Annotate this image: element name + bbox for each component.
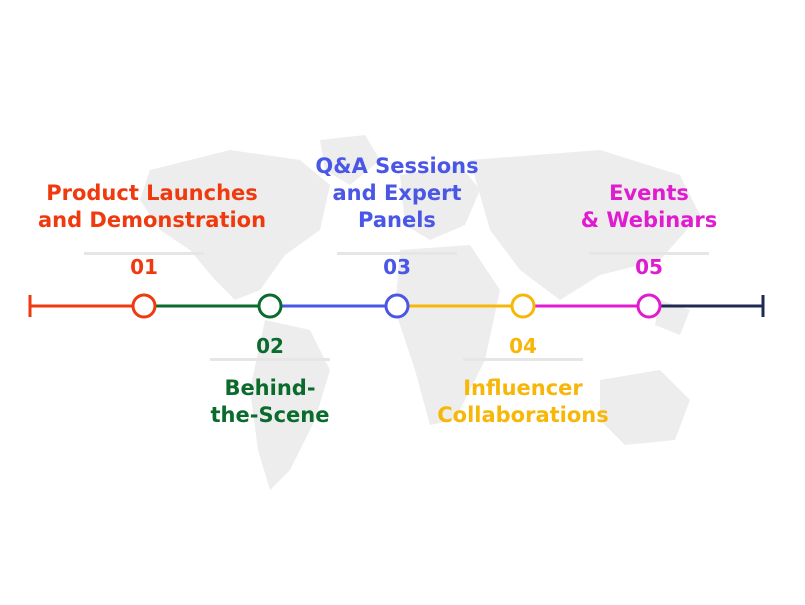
- milestone-03-number: 03: [383, 255, 411, 279]
- milestone-shadow-03: [337, 252, 457, 255]
- milestone-05-number: 05: [635, 255, 663, 279]
- milestone-01-title: Product Launches and Demonstration: [22, 180, 282, 234]
- milestone-03-title-line: Panels: [358, 208, 436, 232]
- milestone-shadow-02: [210, 358, 330, 361]
- milestone-03-title-line: Q&A Sessions: [315, 154, 479, 178]
- milestone-02-title-line: Behind-: [224, 376, 316, 400]
- milestone-node-03: [384, 293, 410, 319]
- milestone-node-04: [510, 293, 536, 319]
- milestone-02-title: Behind-the-Scene: [140, 375, 400, 429]
- milestone-01-title-line: Product Launches: [46, 181, 258, 205]
- milestone-node-05: [636, 293, 662, 319]
- milestone-node-01: [131, 293, 157, 319]
- milestone-node-02: [257, 293, 283, 319]
- milestone-05-title-line: & Webinars: [580, 208, 718, 232]
- milestone-03-title-line: and Expert: [332, 181, 462, 205]
- milestone-05-title: Events & Webinars: [519, 180, 779, 234]
- milestone-02-title-line: the-Scene: [210, 403, 330, 427]
- milestone-04-number: 04: [509, 334, 537, 358]
- milestone-02-number: 02: [256, 334, 284, 358]
- milestone-shadow-04: [463, 358, 583, 361]
- milestone-shadow-05: [589, 252, 709, 255]
- milestone-05-title-line: Events: [609, 181, 689, 205]
- milestone-01-title-line: and Demonstration: [37, 208, 267, 232]
- milestone-04-title-line: Influencer: [463, 376, 583, 400]
- milestone-shadow-01: [84, 252, 204, 255]
- milestone-01-number: 01: [130, 255, 158, 279]
- milestone-04-title-line: Collaborations: [437, 403, 609, 427]
